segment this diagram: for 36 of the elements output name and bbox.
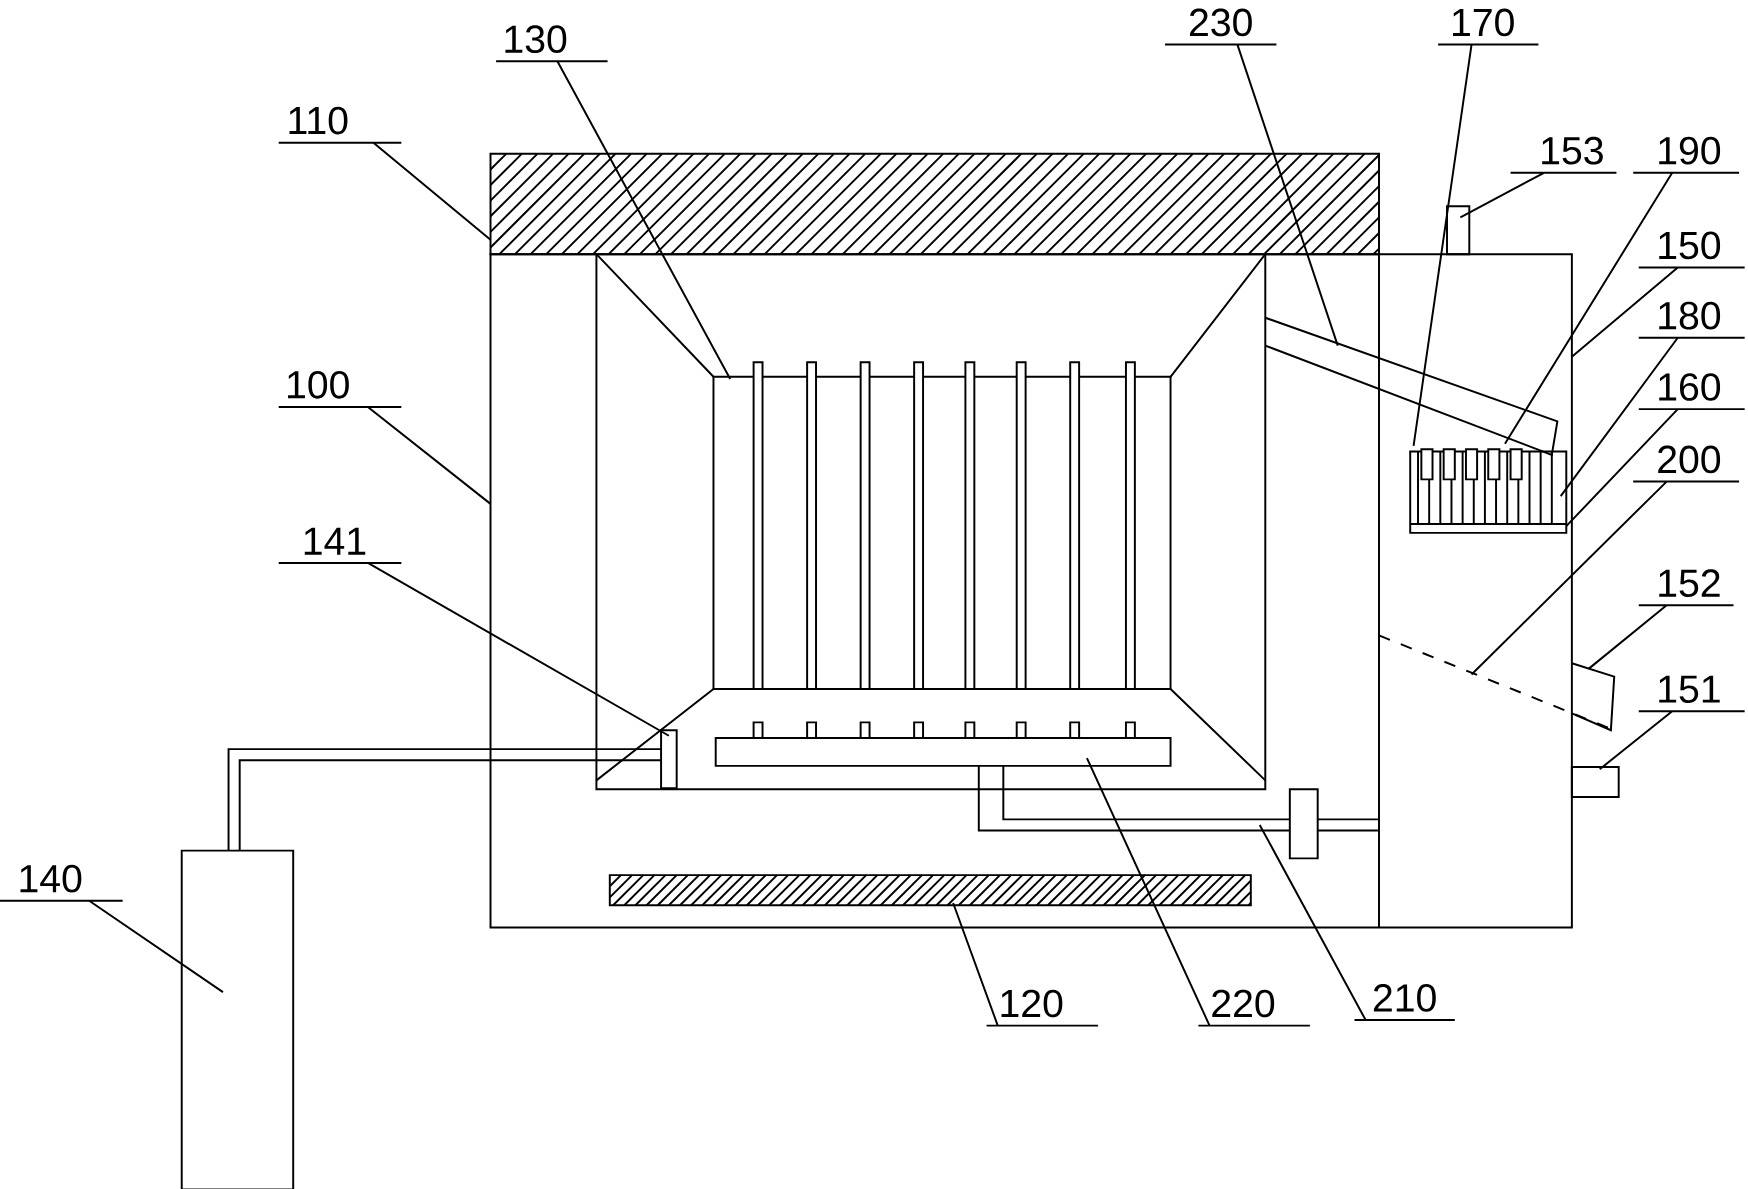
leader-line <box>277 141 492 241</box>
callout-number: 120 <box>1001 989 1063 1018</box>
leader-line <box>1459 171 1618 219</box>
callout-number: 180 <box>1659 301 1721 330</box>
leader-line <box>1587 604 1735 670</box>
leader-line <box>1565 407 1746 527</box>
leader-line <box>1570 266 1746 358</box>
callout-number: 151 <box>1659 675 1720 703</box>
leader-line <box>277 405 492 505</box>
leader-line <box>1504 171 1741 445</box>
callout-number: 160 <box>1659 372 1721 401</box>
callout-number: 200 <box>1658 445 1721 474</box>
callout-number: 141 <box>304 527 366 555</box>
callout-number: 230 <box>1190 8 1252 37</box>
leader-line <box>1470 480 1741 676</box>
callout-number: 150 <box>1659 231 1721 260</box>
leader-line <box>952 901 1100 1027</box>
leader-line <box>495 60 732 380</box>
callout-number: 210 <box>1373 983 1436 1012</box>
leader-line <box>1164 43 1339 347</box>
callout-number: 153 <box>1542 136 1603 165</box>
callout-number: 220 <box>1212 989 1275 1018</box>
callout-number: 170 <box>1453 8 1514 37</box>
callout-number: 110 <box>289 106 348 135</box>
leader-line <box>1598 710 1746 770</box>
leader-line <box>1559 336 1746 497</box>
leader-line <box>1258 823 1456 1021</box>
callout-number: 190 <box>1659 136 1721 165</box>
callout-number: 100 <box>288 370 349 399</box>
callout-number: 140 <box>20 864 82 893</box>
callout-number: 152 <box>1659 569 1720 597</box>
callout-number: 130 <box>505 25 567 53</box>
leader-line <box>1412 43 1540 447</box>
leader-line <box>0 899 224 993</box>
leader-line <box>277 561 670 737</box>
leader-line <box>1085 756 1311 1027</box>
